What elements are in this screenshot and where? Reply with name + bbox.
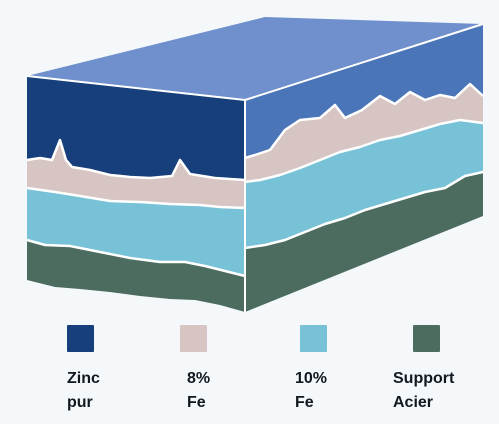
legend-label-steel: Support Acier [393, 370, 455, 411]
side-fe10-layer [245, 120, 483, 248]
side-fe8-layer [245, 84, 483, 182]
block-top-face [27, 17, 483, 100]
legend-label-zinc: Zinc pur [67, 370, 100, 411]
legend-swatch-fe8 [180, 325, 207, 352]
separator-fe10-steel-side [244, 170, 484, 250]
top-edge-front [26, 23, 484, 101]
legend-swatch-steel [413, 325, 440, 352]
block-side-face [245, 24, 483, 312]
block-front-face [27, 76, 245, 312]
layer-separators [26, 23, 484, 312]
front-zinc-layer [27, 76, 245, 180]
legend-swatch-zinc [67, 325, 94, 352]
front-fe10-layer [27, 188, 245, 276]
side-zinc-layer [245, 24, 483, 158]
legend-label-fe10: 10% Fe [295, 370, 328, 411]
separator-fe8-fe10-side [244, 118, 484, 184]
separator-fe10-steel-front [26, 238, 246, 278]
separator-fe8-fe10-front [26, 186, 246, 210]
separator-zinc-fe8-side [244, 82, 484, 160]
side-steel-layer [245, 172, 483, 312]
legend-label-fe8: 8% Fe [187, 370, 211, 411]
front-fe8-layer [27, 140, 245, 208]
front-steel-layer [27, 240, 245, 312]
legend-swatch-fe10 [300, 325, 327, 352]
separator-zinc-fe8-front [26, 138, 246, 182]
